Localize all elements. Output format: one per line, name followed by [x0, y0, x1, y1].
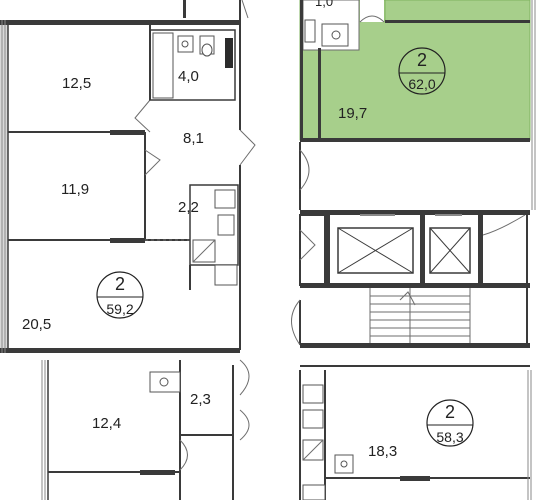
room-area: 19,7 [338, 105, 367, 122]
apartment-left[interactable]: 12,5 4,0 8,1 11,9 2,2 20,5 2 59,2 [0, 20, 240, 353]
stairs-icon [369, 288, 471, 345]
room-area: 18,3 [368, 443, 397, 460]
toilet-icon [302, 384, 324, 404]
apartment-badge-circle [426, 399, 474, 447]
room-area: 11,9 [61, 181, 89, 198]
room-area: 12,4 [92, 415, 121, 432]
sink-icon [302, 409, 324, 429]
apartment-badge-circle [96, 271, 144, 319]
toilet-icon [304, 19, 316, 43]
room-area: 8,1 [183, 130, 204, 147]
room-area: 4,0 [178, 68, 199, 85]
room-area: 2,3 [190, 391, 211, 408]
elevator-icon [337, 227, 414, 274]
wall-segment [183, 0, 186, 18]
washer-icon [214, 264, 238, 286]
elevator-icon [429, 227, 471, 274]
sink-icon [214, 189, 236, 209]
room-area: 20,5 [22, 316, 51, 333]
apartment-lower-right[interactable]: 18,3 2 58,3 [299, 365, 532, 500]
apartment-total-area: 62,0 [408, 76, 435, 92]
apartment-rooms-count: 2 [115, 274, 125, 294]
apartment-rooms-count: 2 [445, 402, 455, 422]
bathtub-icon [152, 32, 174, 99]
room-area: 2,2 [178, 199, 199, 216]
building-core [299, 210, 530, 348]
toilet-icon [217, 214, 235, 236]
apartment-badge-circle [398, 47, 446, 95]
apartment-total-area: 58,3 [436, 429, 463, 445]
corridor [239, 0, 310, 441]
apartment-highlighted[interactable]: 1,0 2 62,0 19,7 [299, 0, 531, 142]
apartment-rooms-count: 2 [417, 50, 427, 70]
apartment-total-area: 59,2 [106, 301, 133, 317]
partial-room-area: 1,0 [315, 0, 333, 9]
apartment-lower-left[interactable]: 12,4 2,3 [41, 360, 234, 500]
washer-icon [302, 484, 326, 500]
room-area: 12,5 [62, 75, 91, 92]
